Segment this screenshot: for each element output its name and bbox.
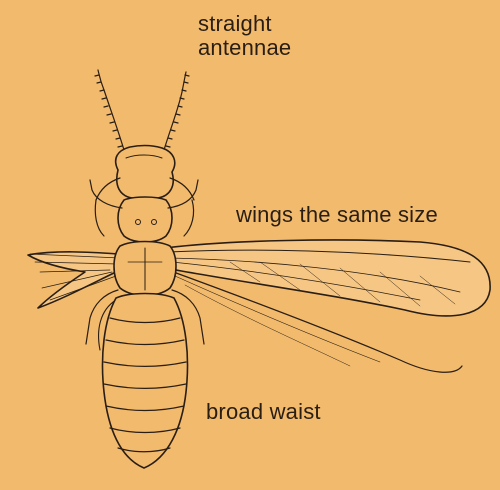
wings-label: wings the same size (236, 203, 438, 227)
left-antenna (95, 70, 124, 150)
pronotum (118, 197, 172, 242)
head (116, 146, 175, 198)
right-antenna (164, 72, 189, 150)
antennae-label-line1: straight (198, 12, 291, 36)
antennae-label-line2: antennae (198, 36, 291, 60)
antennae-label: straight antennae (198, 12, 291, 60)
waist-label: broad waist (206, 400, 321, 424)
